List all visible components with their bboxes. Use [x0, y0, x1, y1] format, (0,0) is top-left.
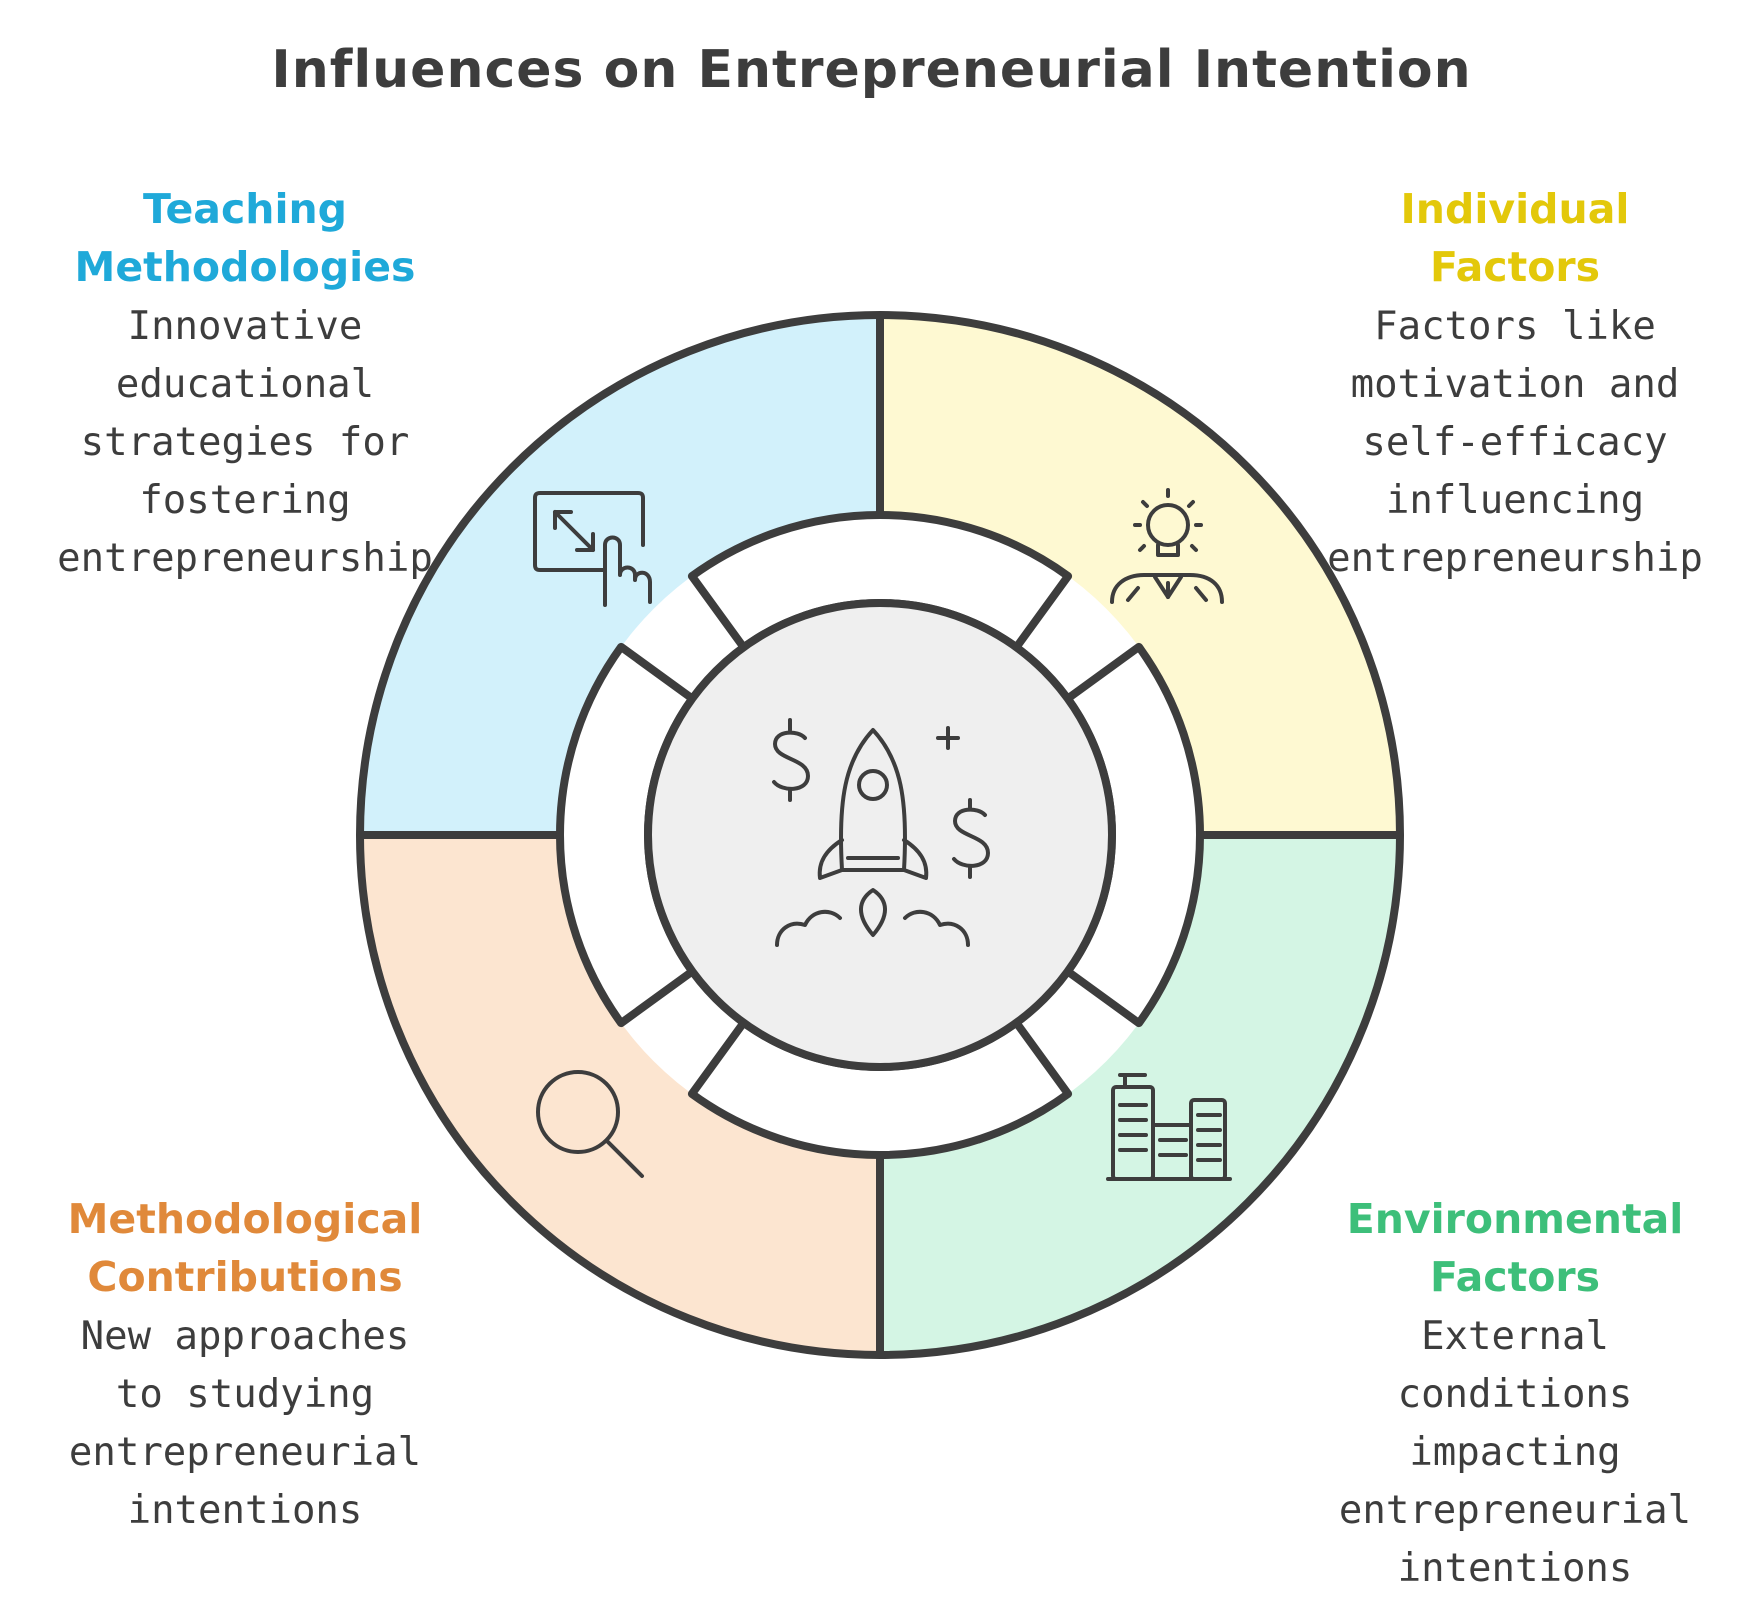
desc-line: fostering: [139, 478, 351, 523]
title-line: Factors: [1430, 1253, 1600, 1301]
desc-line: entrepreneurship: [57, 536, 433, 581]
segment-environmental-title: Environmental Factors: [1290, 1190, 1740, 1306]
title-line: Teaching: [142, 185, 348, 233]
title-line: Methodologies: [74, 243, 416, 291]
desc-line: impacting: [1409, 1430, 1621, 1475]
magnifier-icon: [536, 1070, 644, 1178]
segment-individual-label: Individual Factors Factors like motivati…: [1290, 180, 1740, 588]
segment-methodological-title: Methodological Contributions: [20, 1190, 470, 1306]
touch-screen-resize-icon: [533, 491, 652, 607]
desc-line: Factors like: [1374, 304, 1656, 349]
desc-line: educational: [115, 362, 375, 407]
page-title: Influences on Entrepreneurial Intention: [271, 40, 1472, 100]
segment-methodological-label: Methodological Contributions New approac…: [20, 1190, 470, 1540]
desc-line: entrepreneurial: [68, 1430, 422, 1475]
desc-line: to studying: [115, 1372, 375, 1417]
segment-teaching-label: Teaching Methodologies Innovative educat…: [20, 180, 470, 588]
desc-line: Innovative: [127, 304, 363, 349]
desc-line: New approaches: [80, 1314, 410, 1359]
desc-line: strategies for: [80, 420, 410, 465]
desc-line: entrepreneurial: [1338, 1488, 1692, 1533]
desc-line: influencing: [1385, 478, 1645, 523]
segment-teaching-description: Innovative educational strategies for fo…: [20, 298, 470, 588]
rocket-money-icon: [772, 718, 990, 947]
buildings-icon: [1106, 1073, 1232, 1181]
desc-line: entrepreneurship: [1327, 536, 1703, 581]
desc-line: conditions: [1397, 1372, 1633, 1417]
ring-arcs: [556, 511, 1204, 1159]
desc-line: intentions: [1397, 1546, 1633, 1591]
center-circle: [644, 599, 1116, 1071]
lightbulb-person-icon: [1110, 488, 1224, 604]
segment-methodological-description: New approaches to studying entrepreneuri…: [20, 1308, 470, 1540]
desc-line: External: [1421, 1314, 1609, 1359]
segment-environmental-description: External conditions impacting entreprene…: [1290, 1308, 1740, 1598]
title-line: Contributions: [87, 1253, 403, 1301]
segment-individual-description: Factors like motivation and self-efficac…: [1290, 298, 1740, 588]
desc-line: intentions: [127, 1488, 363, 1533]
title-line: Environmental: [1346, 1195, 1684, 1243]
segment-environmental-label: Environmental Factors External condition…: [1290, 1190, 1740, 1598]
desc-line: motivation and: [1350, 362, 1680, 407]
desc-line: self-efficacy: [1362, 420, 1668, 465]
segment-individual-title: Individual Factors: [1290, 180, 1740, 296]
title-line: Methodological: [67, 1195, 423, 1243]
title-line: Individual: [1400, 185, 1630, 233]
segment-teaching-title: Teaching Methodologies: [20, 180, 470, 296]
title-line: Factors: [1430, 243, 1600, 291]
